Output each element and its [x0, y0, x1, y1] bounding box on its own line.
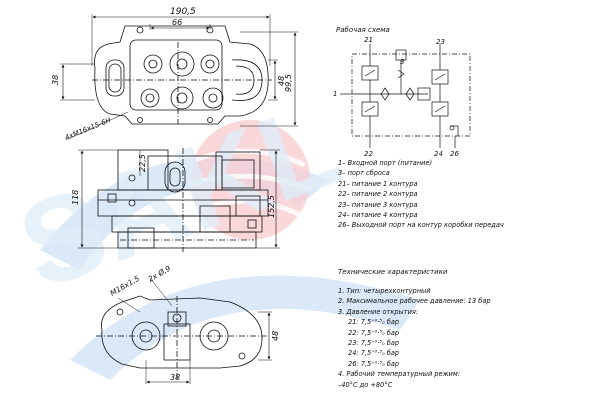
port-legend-item: 22– питание 2 контура: [338, 190, 418, 199]
spec-item: –40°С до +80°С: [338, 380, 393, 389]
spec-item: 23: 7,5⁺⁰·⁵₀ бар: [348, 338, 400, 347]
spec-item: 24: 7,5⁺⁰·⁵₀ бар: [348, 349, 400, 358]
dim-label: 118: [71, 190, 80, 205]
port-hole: [200, 54, 220, 74]
port-legend-item: 23– питание 3 контура: [338, 200, 418, 209]
spec-item: 2. Максимальное рабочее давление: 13 бар: [338, 297, 491, 306]
spec-item: 21: 7,5⁺⁰·⁵₀ бар: [348, 318, 400, 327]
dim-label: 48: [277, 76, 286, 86]
tech-specs-list: 1. Тип: четырехконтурный 2. Максимальное…: [338, 286, 491, 390]
port-label: 24: [434, 150, 443, 158]
bottom-view: [96, 277, 272, 384]
tech-specs-title: Технические характеристики: [338, 268, 448, 276]
spec-item: 4. Рабочий температурный режим:: [338, 370, 461, 379]
port-label: 21: [364, 36, 373, 44]
port-label: 26: [450, 150, 459, 158]
port-legend-item: 26– Выходной порт на контур коробки пере…: [338, 221, 504, 230]
front-view: [78, 148, 280, 252]
watermark-blue-swoosh-lower: [70, 275, 420, 380]
front-view-labels: 22,5 118 152,5: [71, 154, 276, 218]
dim-label: 38: [170, 373, 180, 382]
port-hole: [140, 88, 160, 108]
thread-label: 4хM16х15-6H: [64, 116, 113, 142]
dim-label: 190,5: [170, 7, 196, 17]
port-hole: [202, 87, 224, 109]
spec-item: 1. Тип: четырехконтурный: [338, 287, 431, 295]
dim-label: 99,5: [284, 74, 293, 92]
top-view-outline: [94, 25, 269, 125]
port-label: 23: [436, 38, 445, 46]
top-view: [60, 14, 298, 141]
spec-item: 3. Давление открытия:: [338, 307, 419, 316]
port-hole: [169, 51, 195, 77]
dim-label: 152,5: [267, 195, 276, 218]
port-legend-item: 3– порт сброса: [338, 169, 390, 178]
port-hole: [143, 54, 163, 74]
pneumatic-schematic: [340, 44, 471, 148]
port-label: 3: [400, 58, 404, 66]
spec-item: 22: 7,5⁺⁰·⁵₀ бар: [348, 328, 400, 337]
dim-label: 48: [271, 331, 280, 341]
port-legend-item: 24– питание 4 контура: [338, 210, 418, 219]
port-legend-item: 1– Входной порт (питание): [338, 159, 433, 167]
port-legend: 1– Входной порт (питание) 3– порт сброса…: [338, 158, 504, 231]
port-legend-item: 21– питание 1 контура: [338, 179, 418, 188]
schematic-labels: Рабочая схема 21 23 3 1 22 24 26: [333, 26, 459, 158]
bottom-view-outline: [101, 295, 263, 369]
port-label: 22: [364, 150, 373, 158]
schematic-title: Рабочая схема: [336, 26, 390, 34]
dim-label: 38: [51, 75, 60, 85]
port-hole: [170, 86, 194, 110]
spec-item: 26: 7,5⁺⁰·⁵₀ бар: [348, 359, 400, 368]
dim-label: 66: [172, 18, 182, 27]
dim-label: 22,5: [138, 154, 147, 172]
port-label: 1: [333, 90, 337, 98]
